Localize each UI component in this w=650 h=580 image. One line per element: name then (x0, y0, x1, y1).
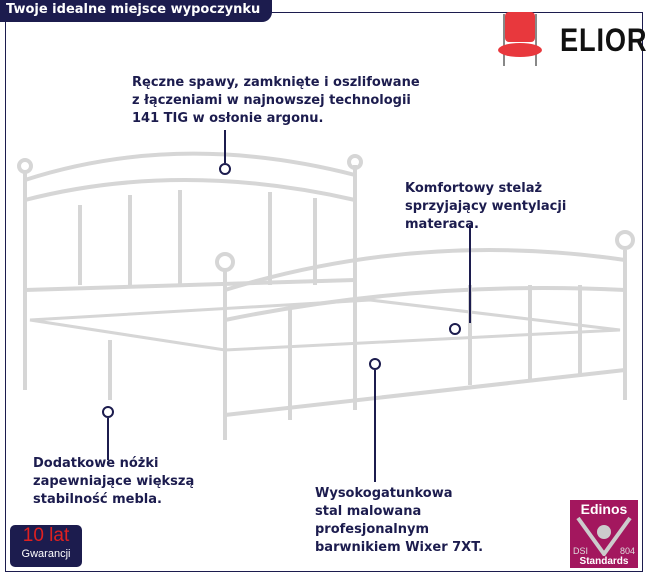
callout-line: profesjonalnym (315, 522, 430, 537)
checkmark-icon (576, 516, 632, 556)
callout-line: stabilność mebla. (33, 492, 162, 507)
callout-steel: Wysokogatunkowa stal malowana profesjona… (315, 485, 483, 557)
callout-line: z łączeniami w najnowszej technologii (132, 93, 411, 108)
badge-title: Edinos (580, 501, 628, 517)
header-title: Twoje idealne miejsce wypoczynku (0, 0, 273, 22)
red-chair-icon (498, 12, 542, 66)
callout-welds: Ręczne spawy, zamknięte i oszlifowane z … (132, 74, 420, 128)
edinos-badge: Edinos DSI 804 Standards (570, 500, 638, 568)
warranty-badge: 10 lat Gwarancji (10, 525, 82, 567)
callout-frame: Komfortowy stelaż sprzyjający wentylacji… (405, 180, 566, 234)
warranty-years: 10 lat (22, 525, 70, 546)
badge-left: DSI (573, 546, 589, 556)
callout-line: 141 TIG w osłonie argonu. (132, 111, 324, 126)
callout-line: materaca. (405, 217, 479, 232)
callout-line: stal malowana (315, 504, 422, 519)
callout-line: Ręczne spawy, zamknięte i oszlifowane (132, 75, 420, 90)
callout-line: barwnikiem Wixer 7XT. (315, 540, 484, 555)
frame-border (5, 12, 643, 572)
callout-line: Wysokogatunkowa (315, 486, 453, 501)
warranty-label: Gwarancji (21, 548, 71, 560)
callout-line: zapewniające większą (33, 474, 195, 489)
callout-line: Komfortowy stelaż (405, 181, 543, 196)
callout-legs: Dodatkowe nóżki zapewniające większą sta… (33, 455, 194, 509)
badge-right: 804 (619, 546, 635, 556)
brand-name: ELIOR (560, 22, 648, 58)
callout-line: sprzyjający wentylacji (405, 199, 567, 214)
badge-bottom: Standards (579, 556, 629, 567)
callout-line: Dodatkowe nóżki (33, 456, 159, 471)
